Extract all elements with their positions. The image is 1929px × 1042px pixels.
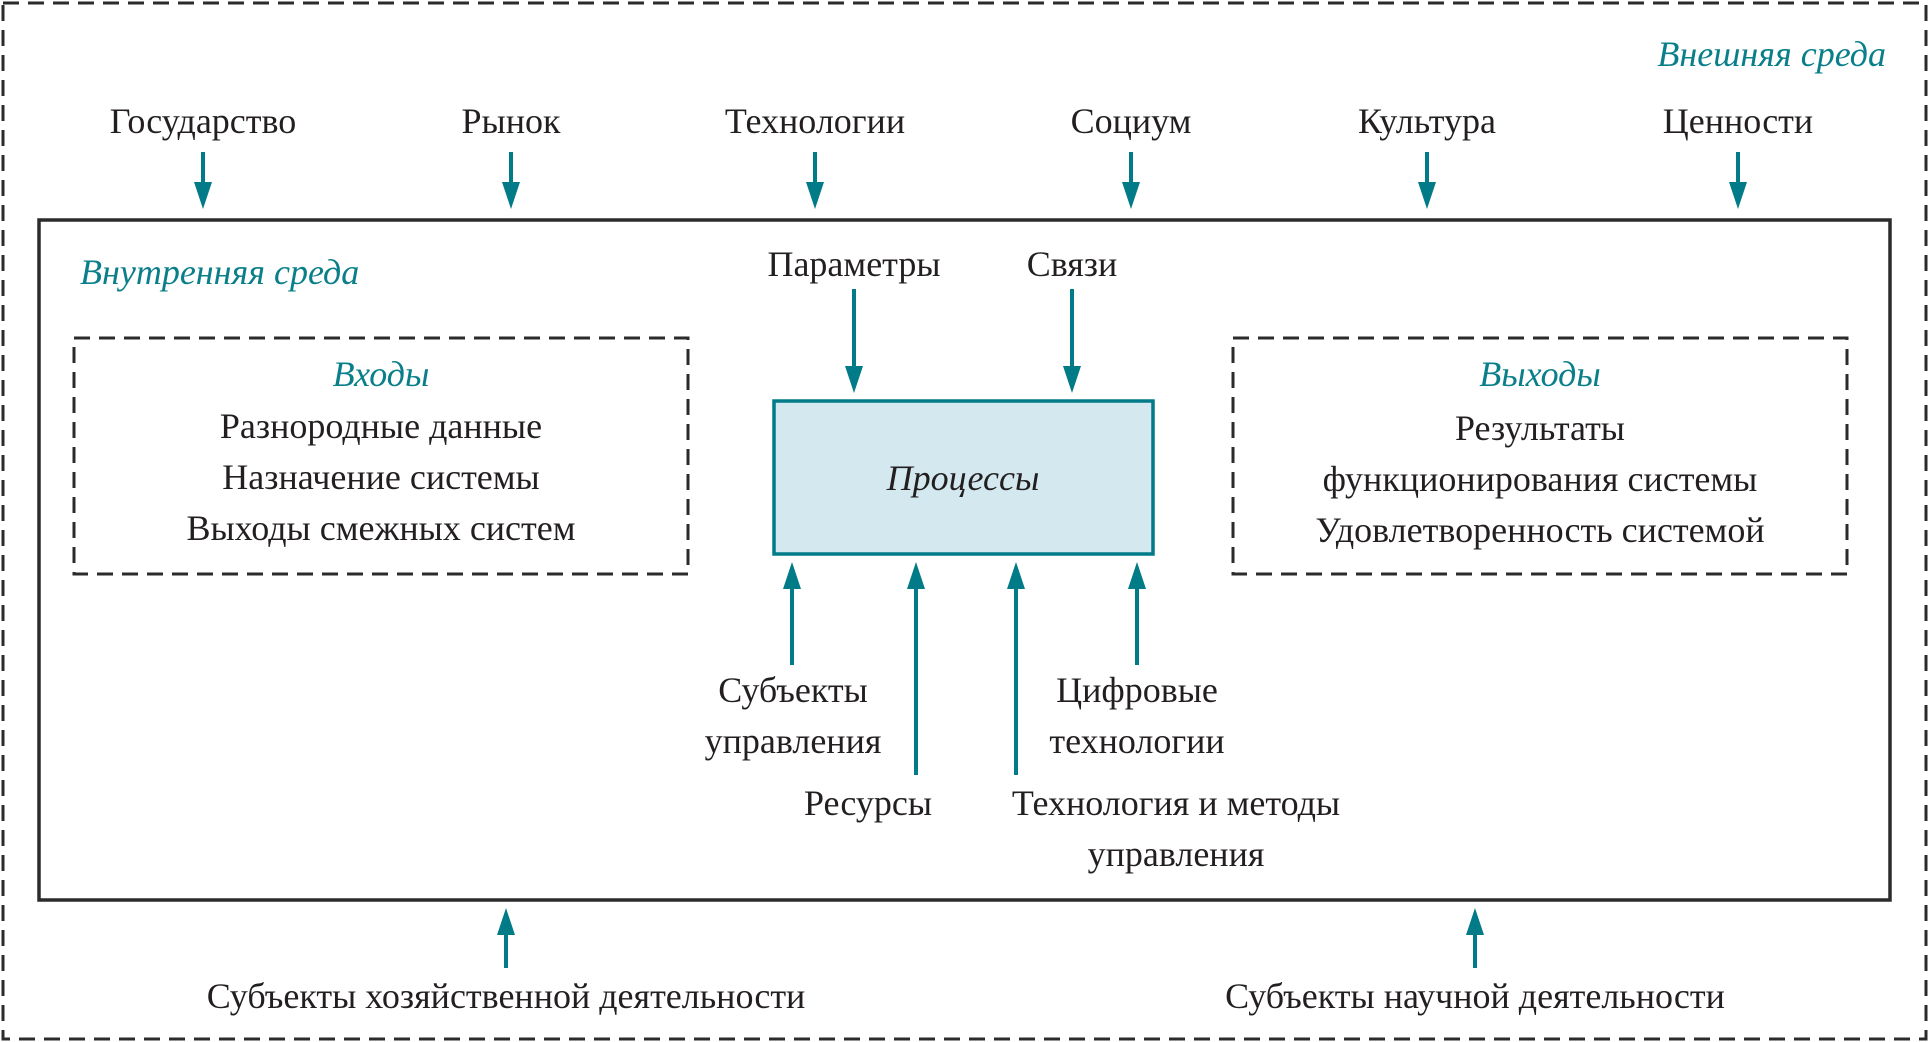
process-box: Процессы — [772, 399, 1155, 556]
process-frame — [772, 399, 1155, 556]
arrow-down-icon — [845, 289, 863, 393]
arrow-down-icon — [1122, 152, 1140, 209]
arrow-up-icon — [783, 562, 801, 665]
factor-arrows — [194, 152, 1747, 209]
outputs-title: Выходы — [1479, 354, 1601, 394]
arrow-up-icon — [1007, 562, 1025, 775]
inputs-item: Назначение системы — [222, 457, 540, 497]
arrow-down-icon — [806, 152, 824, 209]
outputs-item: Удовлетворенность системой — [1315, 510, 1764, 550]
arrow-down-icon — [502, 152, 520, 209]
actor-economic: Субъекты хозяйственной деятельности — [207, 976, 806, 1016]
inputs-title: Входы — [333, 354, 430, 394]
internal-environment-title: Внутренняя среда — [80, 252, 359, 292]
influence-resources: Ресурсы — [804, 783, 932, 823]
process-label: Процессы — [886, 458, 1040, 498]
influence-subjects: управления — [705, 721, 882, 761]
arrow-down-icon — [1063, 289, 1081, 393]
influence-parameters: Параметры — [767, 244, 940, 284]
arrow-down-icon — [1418, 152, 1436, 209]
arrow-up-icon — [497, 908, 515, 968]
arrow-up-icon — [907, 562, 925, 775]
inputs-box: Входы Разнородные данные Назначение сист… — [72, 336, 690, 576]
external-environment-title: Внешняя среда — [1657, 34, 1886, 74]
factor-technologies: Технологии — [725, 101, 905, 141]
outputs-frame — [1231, 336, 1849, 576]
external-factors: Государство Рынок Технологии Социум Куль… — [110, 101, 1813, 141]
factor-society: Социум — [1071, 101, 1192, 141]
arrow-up-icon — [1128, 562, 1146, 665]
inputs-item: Выходы смежных систем — [186, 508, 575, 548]
arrow-up-icon — [1466, 908, 1484, 968]
influence-digital: Цифровые — [1056, 670, 1218, 710]
factor-culture: Культура — [1358, 101, 1496, 141]
outputs-item: функционирования системы — [1323, 459, 1758, 499]
factor-market: Рынок — [462, 101, 561, 141]
inputs-item: Разнородные данные — [220, 406, 542, 446]
influence-methods: управления — [1088, 834, 1265, 874]
arrow-down-icon — [194, 152, 212, 209]
influence-digital: технологии — [1049, 721, 1224, 761]
influence-methods: Технология и методы — [1012, 783, 1340, 823]
factor-values: Ценности — [1663, 101, 1813, 141]
factor-state: Государство — [110, 101, 297, 141]
influence-links: Связи — [1027, 244, 1118, 284]
outputs-item: Результаты — [1455, 408, 1625, 448]
influence-subjects: Субъекты — [718, 670, 868, 710]
inputs-frame — [72, 336, 690, 576]
arrow-down-icon — [1729, 152, 1747, 209]
actor-scientific: Субъекты научной деятельности — [1225, 976, 1725, 1016]
outputs-box: Выходы Результаты функционирования систе… — [1231, 336, 1849, 576]
internal-environment-frame — [37, 218, 1892, 902]
